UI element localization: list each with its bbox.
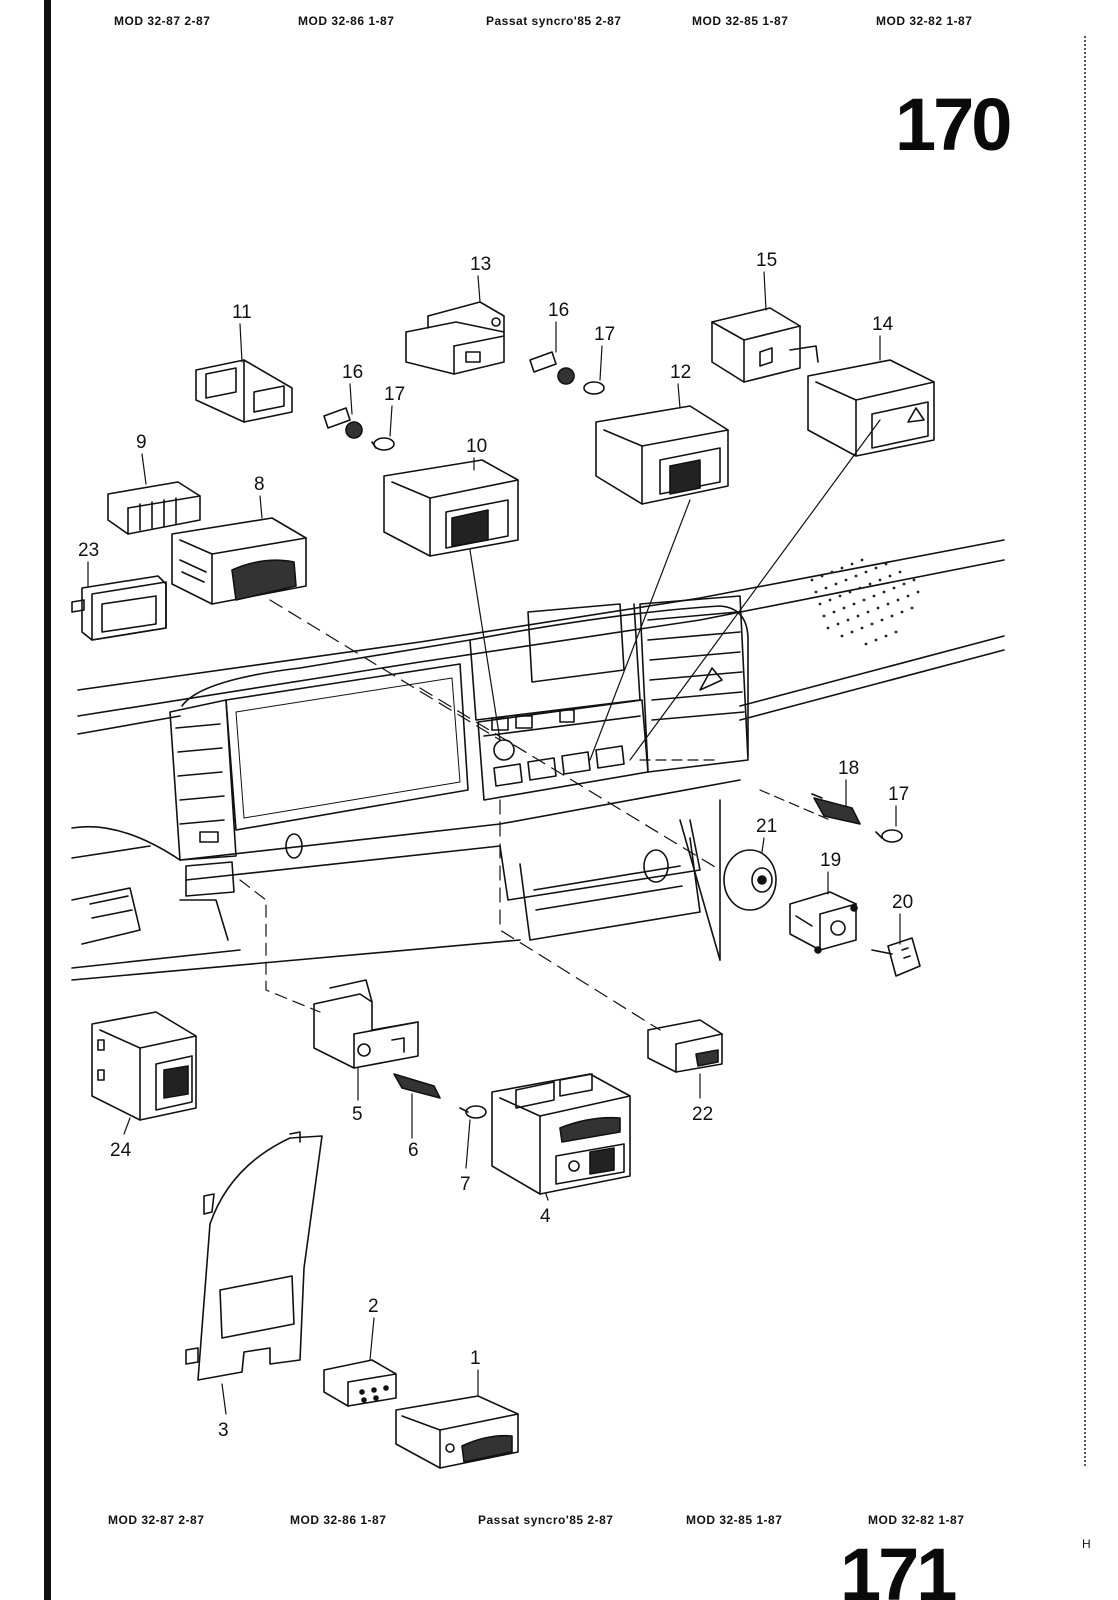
header-ref: Passat syncro'85 2-87 (486, 14, 622, 28)
leader-lines (239, 419, 881, 1031)
header-ref: MOD 32-86 1-87 (298, 14, 395, 28)
part-3-trim-panel (185, 1131, 323, 1381)
part-9-connector (107, 481, 201, 535)
part-11-switch-housing (195, 359, 293, 423)
footer-ref: MOD 32-82 1-87 (868, 1513, 965, 1527)
part-20-knob (871, 937, 921, 977)
part-12-rocker-switch (595, 405, 729, 505)
part-10-rocker-switch (383, 459, 519, 557)
part-21-knob (723, 849, 777, 911)
header-ref: MOD 32-87 2-87 (114, 14, 211, 28)
part-17-bulb-upper (583, 381, 605, 395)
footer-ref: Passat syncro'85 2-87 (478, 1513, 614, 1527)
part-19-rotary-switch (789, 891, 858, 954)
part-24-rocker-switch (91, 1011, 197, 1121)
part-23-blank-cover (71, 575, 167, 641)
footer-ref: MOD 32-87 2-87 (108, 1513, 205, 1527)
part-14-hazard-switch (807, 359, 935, 457)
callout-16: 16 (342, 362, 363, 383)
part-17-bulb (371, 437, 395, 451)
callout-9: 9 (136, 432, 147, 453)
part-16-bulb-holder (323, 407, 363, 439)
callout-1: 1 (470, 1348, 481, 1369)
next-page-number: 171 (840, 1533, 957, 1600)
part-13-switch-housing (405, 301, 505, 375)
callout-11: 11 (232, 302, 252, 323)
binding-edge (44, 0, 51, 1600)
footer-ref: MOD 32-86 1-87 (290, 1513, 387, 1527)
callout-numbers: 1 2 3 4 5 6 7 8 9 10 11 12 13 14 15 16 1… (78, 250, 913, 1441)
callout-15: 15 (756, 250, 777, 271)
callout-20: 20 (892, 892, 913, 913)
footer-model-references: MOD 32-87 2-87 MOD 32-86 1-87 Passat syn… (108, 1513, 1028, 1535)
callout-12: 12 (670, 362, 691, 383)
callout-8: 8 (254, 474, 265, 495)
callout-16: 16 (548, 300, 569, 321)
part-17-bulb-lower (875, 829, 903, 843)
callout-18: 18 (838, 758, 859, 779)
callout-6: 6 (408, 1140, 419, 1161)
part-22-relay (647, 1019, 723, 1073)
callout-13: 13 (470, 254, 491, 275)
corner-mark: H (1082, 1537, 1091, 1551)
part-8-dimmer-switch (171, 517, 307, 605)
callout-17: 17 (594, 324, 615, 345)
part-2-connector (323, 1359, 397, 1407)
callout-24: 24 (110, 1140, 132, 1161)
part-18-bulb-socket (811, 793, 861, 825)
callout-5: 5 (352, 1104, 363, 1125)
part-5-switch-housing (313, 979, 419, 1069)
callout-17: 17 (384, 384, 405, 405)
part-6-bulb-holder (393, 1073, 441, 1099)
part-4-combination-switch (491, 1073, 631, 1195)
part-7-bulb (459, 1105, 487, 1119)
dashboard-assembly (71, 539, 1005, 981)
callout-14: 14 (872, 314, 894, 335)
callout-7: 7 (460, 1174, 471, 1195)
callout-3: 3 (218, 1420, 229, 1441)
part-1-dimmer-switch (395, 1395, 519, 1469)
callout-19: 19 (820, 850, 841, 871)
page-number: 170 (895, 83, 1012, 166)
callout-10: 10 (466, 436, 487, 457)
callout-17: 17 (888, 784, 909, 805)
callout-2: 2 (368, 1296, 379, 1317)
footer-ref: MOD 32-85 1-87 (686, 1513, 783, 1527)
callout-23: 23 (78, 540, 99, 561)
header-model-references: MOD 32-87 2-87 MOD 32-86 1-87 Passat syn… (114, 14, 1034, 36)
callout-4: 4 (540, 1206, 551, 1227)
speaker-grille (810, 558, 920, 646)
page-right-edge (1084, 36, 1087, 1466)
callout-22: 22 (692, 1104, 713, 1125)
header-ref: MOD 32-85 1-87 (692, 14, 789, 28)
part-15-switch-housing (711, 307, 819, 383)
callout-21: 21 (756, 816, 777, 837)
callout-ticks (87, 271, 901, 1415)
header-ref: MOD 32-82 1-87 (876, 14, 973, 28)
part-16-bulb-holder-upper (529, 351, 575, 385)
